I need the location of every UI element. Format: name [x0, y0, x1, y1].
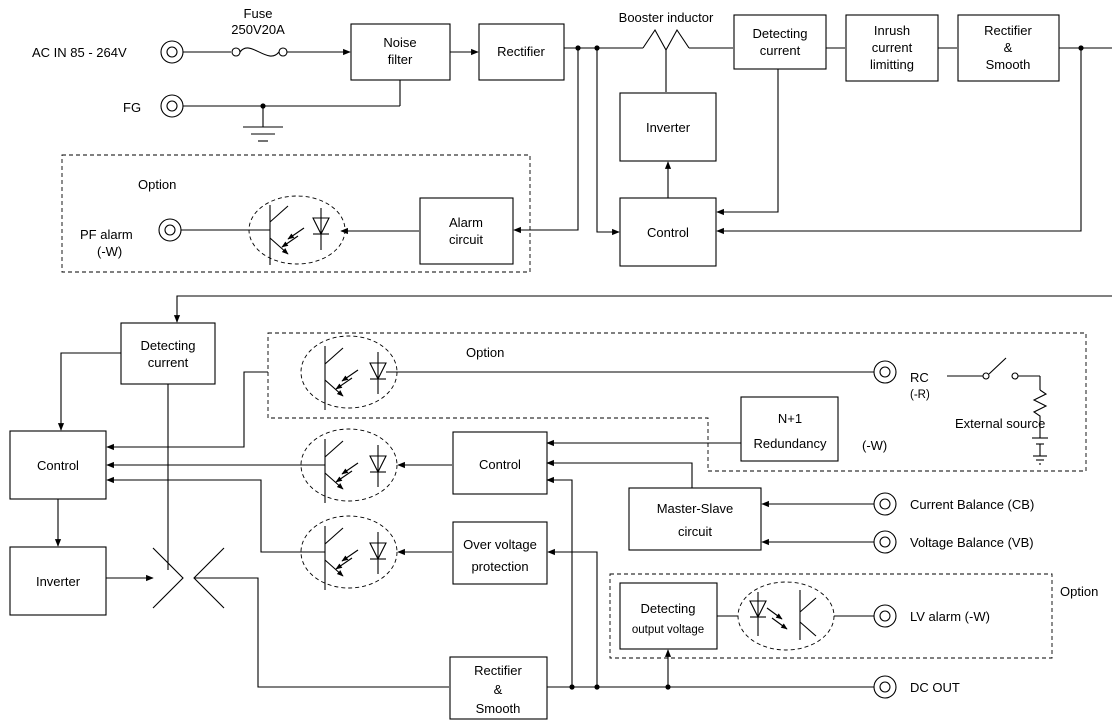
svg-text:Smooth: Smooth [476, 701, 521, 716]
lv-alarm-terminal [873, 604, 897, 628]
alarm-circuit-box [419, 197, 514, 265]
fuse-label: Fuse [244, 6, 273, 21]
booster-inductor: Booster inductor [619, 10, 714, 92]
svg-text:circuit: circuit [678, 524, 712, 539]
svg-text:Control: Control [479, 457, 521, 472]
svg-text:N+1: N+1 [778, 411, 802, 426]
svg-text:current: current [760, 43, 801, 58]
detecting-current-box-top: Detecting current [733, 14, 827, 70]
fg-terminal [160, 94, 184, 118]
svg-text:protection: protection [471, 559, 528, 574]
optocoupler-icon-rc [300, 335, 398, 410]
svg-text:Detecting: Detecting [641, 601, 696, 616]
svg-text:Control: Control [37, 458, 79, 473]
svg-text:Option: Option [138, 177, 176, 192]
svg-text:Option: Option [466, 345, 504, 360]
svg-text:current: current [148, 355, 189, 370]
detecting-output-voltage-box [619, 582, 718, 650]
rectifier-box: Rectifier [478, 23, 565, 81]
rectifier-smooth-box-bottom: Rectifier & Smooth [449, 656, 548, 720]
dc-out-terminal [873, 675, 897, 699]
svg-text:Inverter: Inverter [646, 120, 691, 135]
svg-text:output voltage: output voltage [632, 624, 704, 636]
svg-text:current: current [872, 40, 913, 55]
control-box-top: Control [619, 197, 717, 267]
svg-text:filter: filter [388, 52, 413, 67]
svg-text:RC: RC [910, 370, 929, 385]
svg-text:Noise: Noise [383, 35, 416, 50]
svg-text:Rectifier: Rectifier [474, 663, 522, 678]
n1-redundancy-box: N+1 Redundancy (-W) [740, 396, 887, 462]
svg-text:Option: Option [1060, 584, 1098, 599]
voltage-balance-label: Voltage Balance (VB) [910, 535, 1034, 550]
svg-text:Detecting: Detecting [753, 26, 808, 41]
svg-text:Detecting: Detecting [141, 338, 196, 353]
svg-text:Inrush: Inrush [874, 23, 910, 38]
option-box-pf [61, 154, 531, 273]
ac-in-label: AC IN 85 - 264V [32, 45, 127, 60]
ground-icon [243, 106, 283, 142]
ac-input-section: AC IN 85 - 264V Fuse 250V20A FG [32, 6, 401, 142]
svg-text:&: & [1004, 40, 1013, 55]
svg-text:Smooth: Smooth [986, 57, 1031, 72]
fg-label: FG [123, 100, 141, 115]
switch-icon [947, 357, 1041, 390]
current-balance-label: Current Balance (CB) [910, 497, 1034, 512]
inrush-limiting-box: Inrush current limitting [845, 14, 939, 82]
inverter-box-bottom: Inverter [9, 546, 107, 616]
svg-text:Inverter: Inverter [36, 574, 81, 589]
option-box-lv [609, 573, 1053, 659]
option-box-rc [267, 332, 1087, 472]
pf-alarm-terminal [158, 218, 182, 242]
svg-text:Booster inductor: Booster inductor [619, 10, 714, 25]
svg-text:Rectifier: Rectifier [497, 44, 545, 59]
optocoupler-icon-lv [737, 581, 835, 651]
transformer-symbol [152, 547, 449, 688]
svg-text:Redundancy: Redundancy [754, 436, 827, 451]
svg-text:PF alarm: PF alarm [80, 227, 133, 242]
detecting-current-box-bottom: Detecting current [120, 322, 216, 385]
svg-text:limitting: limitting [870, 57, 914, 72]
svg-text:(-W): (-W) [97, 244, 122, 259]
svg-text:Alarm: Alarm [449, 215, 483, 230]
voltage-balance-terminal [873, 530, 897, 554]
inverter-box-top: Inverter [619, 92, 717, 162]
control-box-mid: Control [452, 431, 548, 495]
rc-option: Option RC (-R) [267, 332, 1087, 472]
svg-text:(-W): (-W) [862, 438, 887, 453]
optocoupler-icon-control [300, 428, 398, 503]
svg-text:(-R): (-R) [910, 389, 930, 401]
ac-in-terminal [160, 40, 184, 64]
master-slave-box: Master-Slave circuit [628, 487, 762, 551]
dc-out-label: DC OUT [910, 680, 960, 695]
svg-text:Over voltage: Over voltage [463, 537, 537, 552]
control-box-left: Control [9, 430, 107, 500]
resistor-icon [1032, 389, 1048, 438]
optocoupler-icon-ovp [300, 515, 398, 590]
lv-alarm-option: Option Detecting output voltage LV alarm… [609, 573, 1098, 659]
fuse-rating: 250V20A [231, 22, 285, 37]
pf-alarm-option: Option PF alarm (-W) Alarm circuit [61, 154, 531, 273]
svg-text:External source: External source [955, 416, 1045, 431]
current-balance-terminal [873, 492, 897, 516]
svg-text:&: & [494, 682, 503, 697]
rc-terminal [873, 360, 897, 384]
svg-text:Rectifier: Rectifier [984, 23, 1032, 38]
svg-text:circuit: circuit [449, 232, 483, 247]
over-voltage-protection-box: Over voltage protection [452, 521, 548, 585]
svg-text:Master-Slave: Master-Slave [657, 501, 734, 516]
lv-alarm-label: LV alarm (-W) [910, 609, 990, 624]
svg-text:Control: Control [647, 225, 689, 240]
dc-source-icon [1032, 437, 1048, 465]
noise-filter-box: Noise filter [350, 23, 451, 81]
fuse-symbol [231, 47, 288, 57]
rectifier-smooth-box-top: Rectifier & Smooth [957, 14, 1060, 82]
